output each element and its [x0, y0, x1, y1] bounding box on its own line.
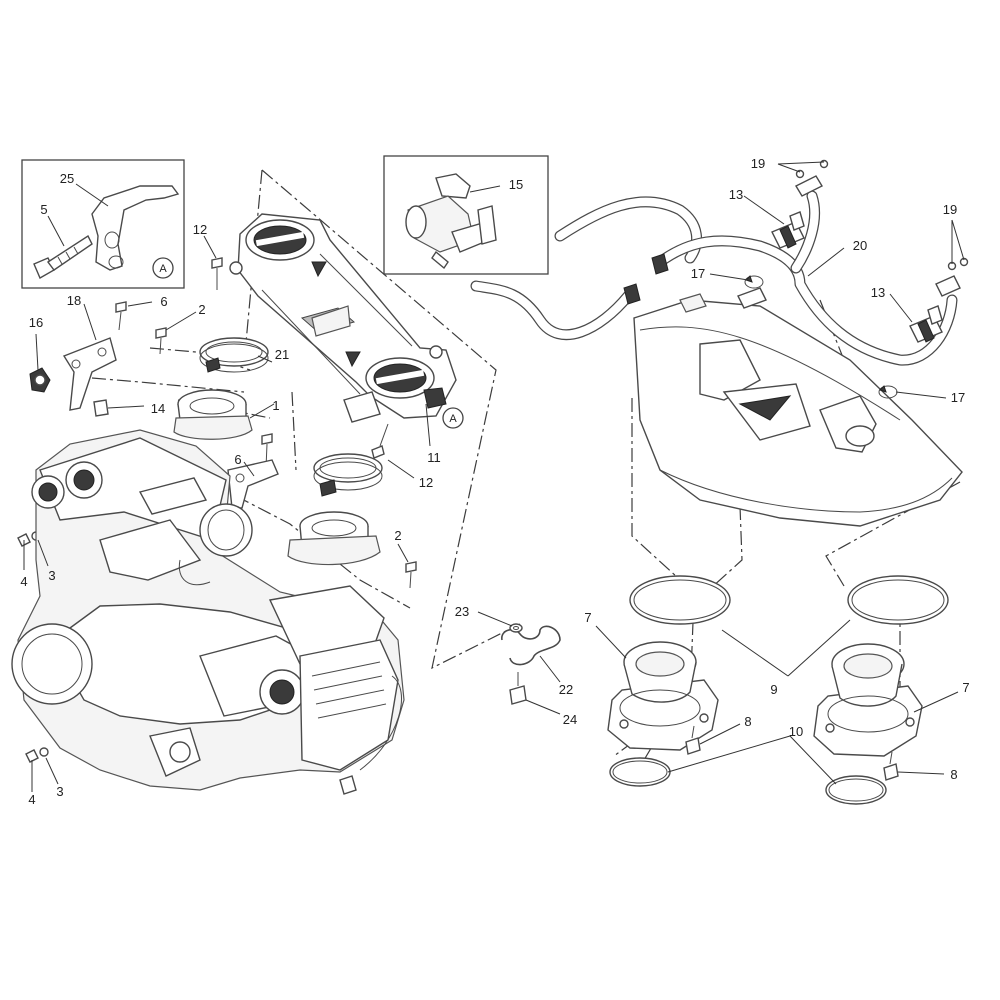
screw-8-right: [883, 751, 899, 781]
callout-3-top: 3: [48, 568, 55, 583]
fitting-19-right: [935, 257, 969, 297]
callout-25: 25: [60, 171, 74, 186]
callout-16: 16: [29, 315, 43, 330]
callout-8-right: 8: [950, 767, 957, 782]
velocity-stack-7-right: [813, 643, 923, 757]
engine-block: [11, 429, 405, 795]
callout-4-bottom: 4: [28, 792, 35, 807]
callout-3-bottom: 3: [56, 784, 63, 799]
hose-clamp-upper-21: [199, 337, 269, 373]
callout-21: 21: [275, 347, 289, 362]
airbox-housing: [633, 287, 963, 527]
throttle-body-11: [229, 213, 457, 423]
screw-12-upper: [211, 257, 223, 290]
screw-2-upper: [155, 327, 167, 355]
clip-22: [501, 625, 561, 666]
callout-7-left: 7: [584, 610, 591, 625]
washer-screw-3-4-lower: [25, 747, 49, 763]
callout-10: 10: [789, 724, 803, 739]
callout-13-top: 13: [729, 187, 743, 202]
gasket-9-left: [629, 575, 731, 625]
idle-valve-15: [405, 173, 497, 270]
callout-17-top: 17: [691, 266, 705, 281]
detail-a-letter-main: A: [449, 413, 457, 425]
oring-10-left: [609, 757, 671, 787]
callout-11: 11: [427, 450, 441, 465]
gasket-9-right: [847, 575, 949, 625]
screw-24: [509, 672, 527, 705]
callout-2-top: 2: [198, 302, 205, 317]
callout-19-right: 19: [943, 202, 957, 217]
callout-15: 15: [509, 177, 523, 192]
callout-6-top: 6: [160, 294, 167, 309]
hose-routing-20: [470, 190, 958, 366]
callout-7-right: 7: [962, 680, 969, 695]
detail-a-letter-inset: A: [159, 263, 167, 275]
callout-9: 9: [770, 682, 777, 697]
clip-14: [93, 399, 109, 417]
injector-13-right: [909, 305, 943, 343]
clamp-17-upper: [744, 275, 764, 289]
velocity-stack-7-left: [607, 641, 719, 751]
grommet-23: [509, 623, 523, 633]
bracket-18: [62, 337, 117, 411]
callout-2-bottom: 2: [394, 528, 401, 543]
sensor-15-inset: [383, 155, 549, 275]
detail-a-circle-main: [442, 407, 464, 429]
screw-6-upper: [115, 301, 127, 331]
injector-13-upper: [771, 211, 805, 249]
callout-5: 5: [40, 202, 47, 217]
callout-8-left: 8: [744, 714, 751, 729]
callout-20: 20: [853, 238, 867, 253]
mounting-bracket-25: [91, 185, 180, 271]
callout-14: 14: [151, 401, 165, 416]
callout-4-top: 4: [20, 574, 27, 589]
intake-adapter-upper-1: [173, 389, 253, 440]
callout-17-right: 17: [951, 390, 965, 405]
callout-12-bottom: 12: [419, 475, 433, 490]
callout-19-top: 19: [751, 156, 765, 171]
callout-12-top: 12: [193, 222, 207, 237]
detail-a-circle-inset: [152, 257, 174, 279]
leader-lines: [23, 161, 965, 792]
screw-2-lower: [405, 561, 417, 589]
sensor-16: [29, 367, 51, 393]
detail-a-inset: A: [21, 159, 185, 289]
callout-23: 23: [455, 604, 469, 619]
intake-adapter-lower-1: [287, 511, 381, 566]
callout-13-right: 13: [871, 285, 885, 300]
callout-18: 18: [67, 293, 81, 308]
screw-12-lower: [371, 423, 389, 459]
clamp-17-right: [878, 385, 898, 399]
callout-6-bottom: 6: [234, 452, 241, 467]
hose-clamp-lower-21: [313, 453, 383, 497]
callout-22: 22: [559, 682, 573, 697]
screw-8-left: [685, 725, 701, 755]
callout-24: 24: [563, 712, 577, 727]
fitting-19-upper: [795, 159, 829, 197]
oring-10-right: [825, 775, 887, 805]
part-number-callouts: 25 5 12 15 19 13 19 20 18 6 2 16 21 14 1…: [20, 156, 969, 807]
bolt-5: [33, 234, 93, 279]
callout-1: 1: [272, 398, 279, 413]
bracket-6-lower: [227, 459, 279, 509]
